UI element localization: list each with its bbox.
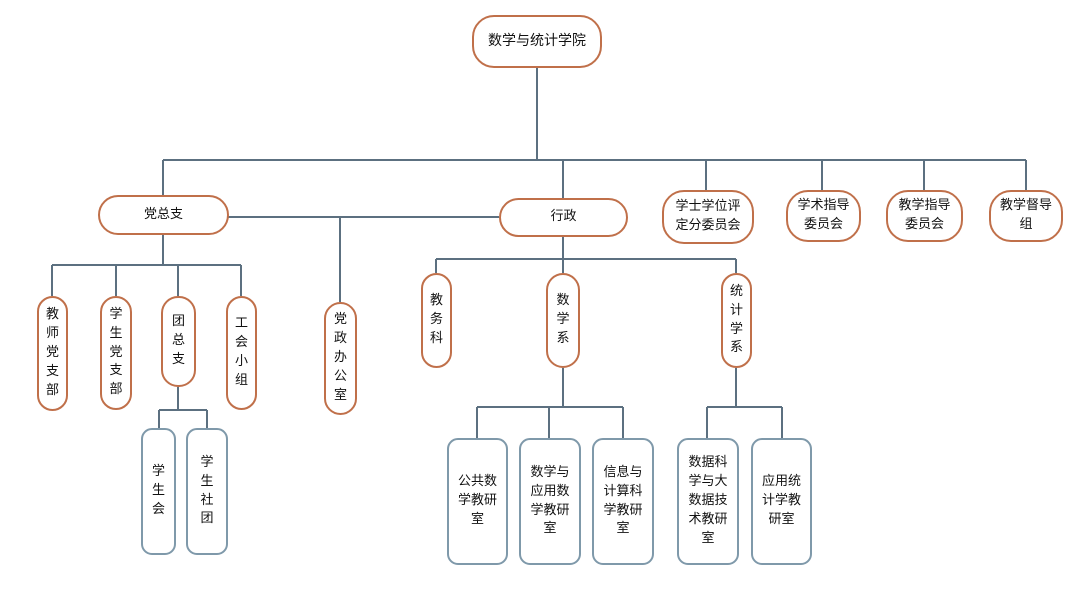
data-science-section-node: 数据科学与大数据技术教研室 bbox=[677, 438, 739, 565]
youth-league-node: 团总支 bbox=[161, 296, 196, 387]
student-clubs-node: 学生社团 bbox=[186, 428, 228, 555]
student-union-node: 学生会 bbox=[141, 428, 176, 555]
party-branch-node: 党总支 bbox=[98, 195, 229, 235]
stat-dept-node: 统计学系 bbox=[721, 273, 752, 368]
public-math-section-node: 公共数学教研室 bbox=[447, 438, 508, 565]
academic-affairs-node: 教务科 bbox=[421, 273, 452, 368]
teaching-committee-node: 教学指导委员会 bbox=[886, 190, 963, 242]
applied-math-section-node: 数学与应用数学教研室 bbox=[519, 438, 581, 565]
math-dept-node: 数学系 bbox=[546, 273, 580, 368]
party-office-node: 党政办公室 bbox=[324, 302, 357, 415]
applied-stat-section-node: 应用统计学教研室 bbox=[751, 438, 812, 565]
teacher-party-branch-node: 教师党支部 bbox=[37, 296, 68, 411]
union-group-node: 工会小组 bbox=[226, 296, 257, 410]
student-party-branch-node: 学生党支部 bbox=[100, 296, 132, 410]
root-node: 数学与统计学院 bbox=[472, 15, 602, 68]
teaching-supervision-node: 教学督导组 bbox=[989, 190, 1063, 242]
degree-committee-node: 学士学位评定分委员会 bbox=[662, 190, 754, 244]
academic-committee-node: 学术指导委员会 bbox=[786, 190, 861, 242]
administration-node: 行政 bbox=[499, 198, 628, 237]
info-computing-section-node: 信息与计算科学教研室 bbox=[592, 438, 654, 565]
